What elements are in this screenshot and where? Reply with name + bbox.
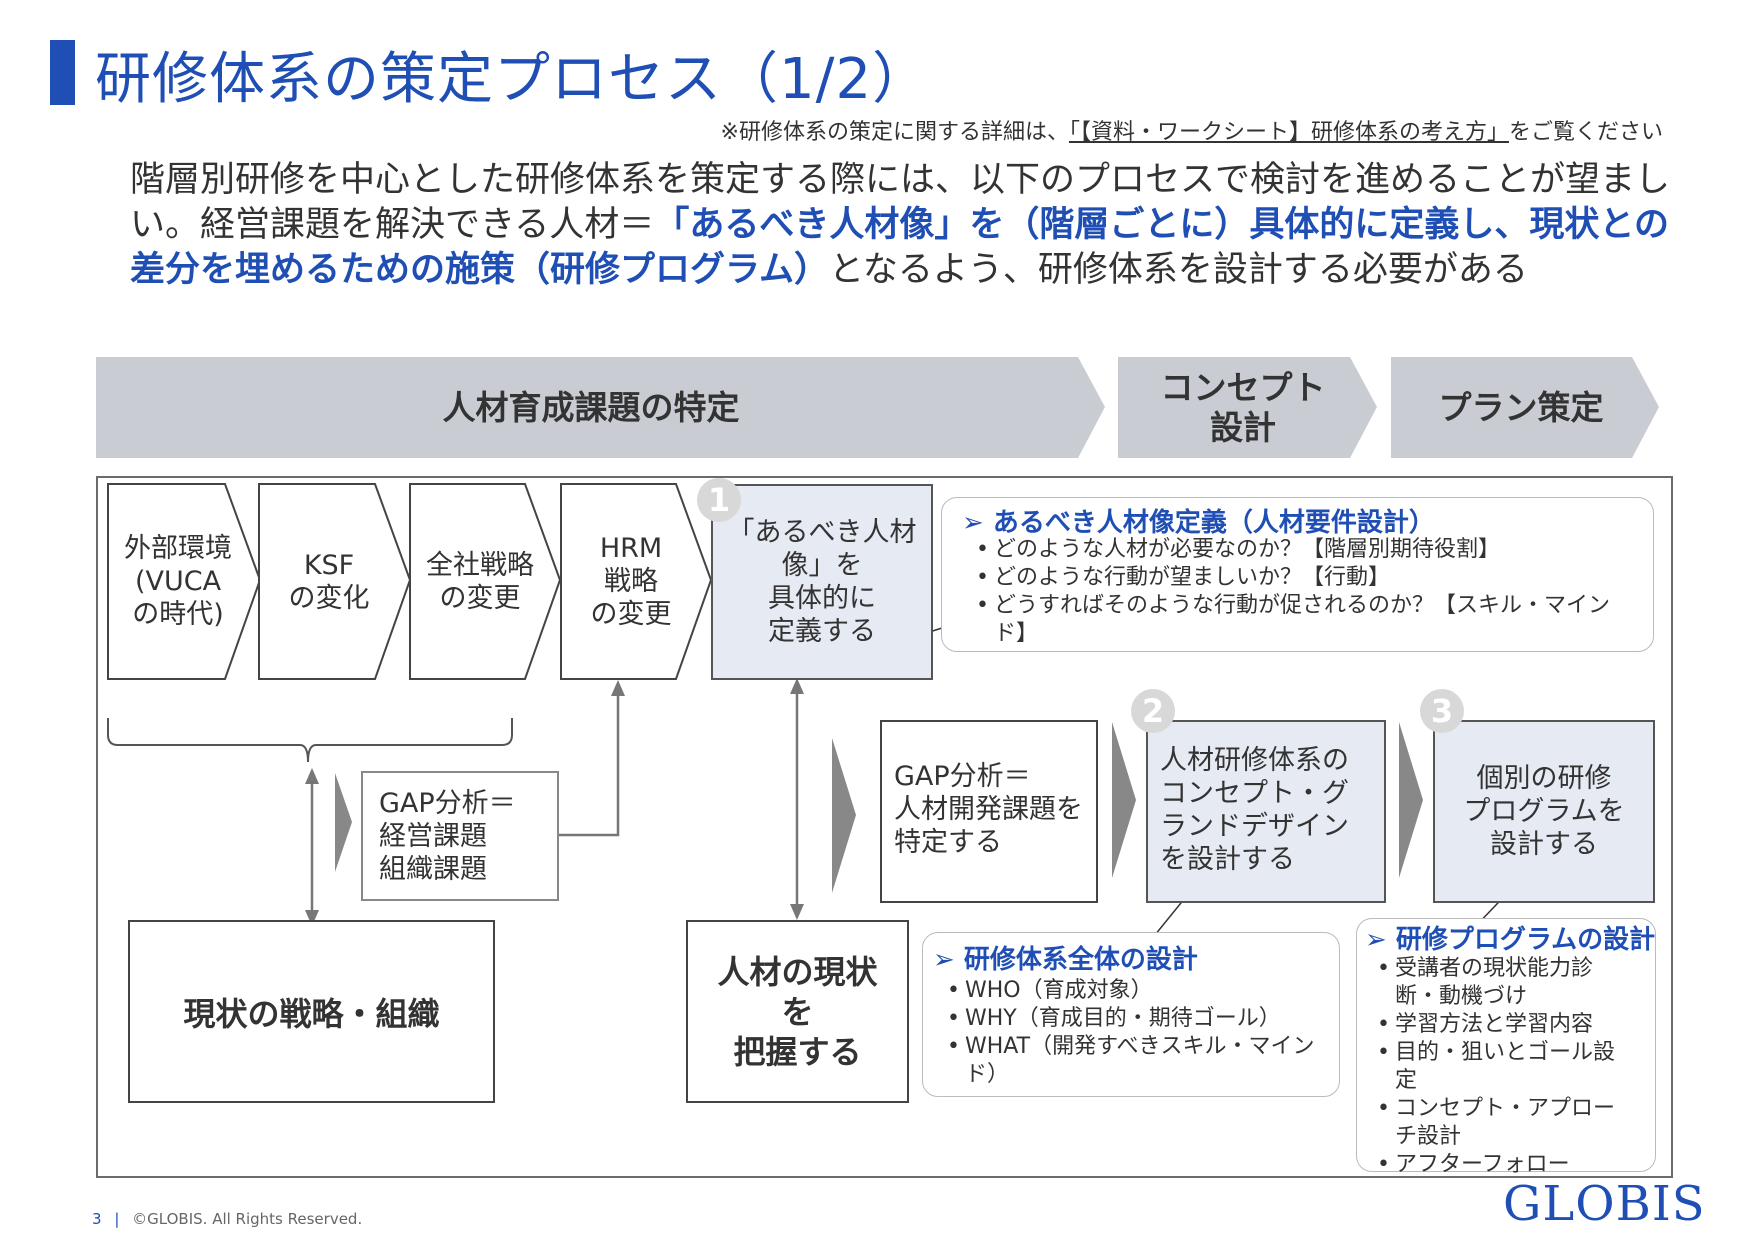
- brace: [107, 718, 513, 763]
- list-item: どのような行動が望ましいか？【行動】: [976, 564, 1641, 592]
- footer: 3 | ©GLOBIS. All Rights Reserved.: [92, 1210, 363, 1228]
- step-number-2: 2: [1131, 689, 1175, 733]
- phase-label-2: コンセプト 設計: [1160, 367, 1326, 447]
- phase-arrow-1: [96, 357, 1105, 458]
- lead-text-1: 階層別研修を中心とした研修体系を策定する際には、以下のプロセスで検討を進めること…: [130, 160, 1671, 245]
- diagram-frame: [96, 476, 1673, 1178]
- phase-label-1: 人材育成課題の特定: [442, 387, 740, 427]
- callout-program-title: 研修プログラムの設計: [1395, 925, 1656, 955]
- lead-paragraph: 階層別研修を中心とした研修体系を策定する際には、以下のプロセスで検討を進めること…: [130, 158, 1690, 293]
- callout-system-title-row: ➢ 研修体系全体の設計: [933, 939, 1198, 976]
- list-item: WHAT（開発すべきスキル・マインド）: [947, 1033, 1332, 1089]
- chevron-shape-4: [560, 483, 713, 680]
- title-accent-bar: [50, 40, 75, 105]
- page-number: 3: [92, 1210, 102, 1228]
- callout-program-design: ➢ 研修プログラムの設計 受講者の現状能力診断・動機づけ 学習方法と学習内容 目…: [1356, 918, 1656, 1179]
- arrow-bullet-icon: ➢: [1365, 925, 1396, 955]
- flow-triangle-4: [1399, 722, 1423, 878]
- concept-design-box: 人材研修体系の コンセプト・グ ランドデザイン を設計する: [1146, 720, 1386, 903]
- flow-triangle-1: [335, 773, 352, 872]
- step-number-1: 1: [697, 478, 741, 522]
- program-design-box: 個別の研修 プログラムを 設計する: [1433, 720, 1655, 903]
- gap-analysis-management: GAP分析＝ 経営課題 組織課題: [361, 771, 559, 901]
- list-item: コンセプト・アプローチ設計: [1377, 1095, 1632, 1151]
- reference-link[interactable]: 「【資料・ワークシート】研修体系の考え方」: [1068, 120, 1509, 145]
- list-item: 受講者の現状能力診断・動機づけ: [1377, 955, 1632, 1011]
- lead-highlight: 「あるべき人材像」を（階層ごとに）具体的に定義し、現状との差分を埋めるための施策…: [130, 205, 1669, 290]
- phase-arrow-3: [1391, 357, 1659, 458]
- chevron-hrm: HRM 戦略 の変更: [590, 533, 672, 630]
- callout-talent-definition: ➢ あるべき人材像定義（人材要件設計） どのような人材が必要なのか？【階層別期待…: [941, 497, 1654, 652]
- note-suffix: をご覧ください: [1508, 120, 1663, 145]
- gap-analysis-hr: GAP分析＝ 人材開発課題を 特定する: [880, 720, 1098, 903]
- callout-system-design: ➢ 研修体系全体の設計 WHO（育成対象） WHY（育成目的・期待ゴール） WH…: [922, 932, 1340, 1097]
- flow-triangle-2: [832, 738, 856, 893]
- current-strategy-box: 現状の戦略・組織: [128, 920, 495, 1103]
- define-talent-box: 「あるべき人材 像」を 具体的に 定義する: [711, 484, 933, 680]
- callout-program-title-row: ➢ 研修プログラムの設計: [1365, 919, 1655, 956]
- reference-note: ※研修体系の策定に関する詳細は、「【資料・ワークシート】研修体系の考え方」をご覧…: [721, 114, 1663, 146]
- list-item: どのような人材が必要なのか？【階層別期待役割】: [976, 536, 1641, 564]
- chevron-external-env: 外部環境 (VUCA の時代): [124, 533, 232, 630]
- note-prefix: ※研修体系の策定に関する詳細は、: [720, 120, 1069, 145]
- list-item: WHO（育成対象）: [947, 977, 1332, 1005]
- phase-arrow-2: [1118, 357, 1377, 458]
- step-number-3: 3: [1420, 689, 1464, 733]
- list-item: 学習方法と学習内容: [1377, 1011, 1632, 1039]
- list-item: どうすればそのような行動が促されるのか？【スキル・マインド】: [976, 592, 1641, 648]
- current-talent-box: 人材の現状 を 把握する: [686, 920, 909, 1103]
- callout-program-list: 受講者の現状能力診断・動機づけ 学習方法と学習内容 目的・狙いとゴール設定 コン…: [1377, 955, 1632, 1179]
- callout-talent-list: どのような人材が必要なのか？【階層別期待役割】 どのような行動が望ましいか？【行…: [976, 536, 1641, 648]
- flow-triangle-3: [1112, 722, 1136, 878]
- chevron-shape-2: [258, 483, 412, 680]
- list-item: WHY（育成目的・期待ゴール）: [947, 1005, 1332, 1033]
- callout-talent-title: あるべき人材像定義（人材要件設計）: [992, 508, 1435, 538]
- arrow-bullet-icon: ➢: [962, 508, 993, 538]
- lead-text-2: となるよう、研修体系を設計する必要がある: [828, 250, 1528, 290]
- callout-system-title: 研修体系全体の設計: [963, 945, 1198, 975]
- chevron-ksf: KSF の変化: [288, 549, 370, 614]
- copyright: ©GLOBIS. All Rights Reserved.: [132, 1210, 363, 1228]
- page-title: 研修体系の策定プロセス（1/2）: [95, 47, 930, 112]
- arrow-bullet-icon: ➢: [933, 945, 964, 975]
- callout-system-list: WHO（育成対象） WHY（育成目的・期待ゴール） WHAT（開発すべきスキル・…: [947, 977, 1332, 1089]
- chevron-shape-1: [107, 483, 262, 680]
- callout-talent-title-row: ➢ あるべき人材像定義（人材要件設計）: [962, 502, 1435, 539]
- list-item: アフターフォロー: [1377, 1151, 1632, 1179]
- chevron-corp-strategy: 全社戦略 の変更: [426, 549, 534, 614]
- list-item: 目的・狙いとゴール設定: [1377, 1039, 1632, 1095]
- chevron-shape-3: [409, 483, 562, 680]
- phase-label-3: プラン策定: [1438, 387, 1604, 427]
- globis-logo: GLOBIS: [1503, 1176, 1706, 1232]
